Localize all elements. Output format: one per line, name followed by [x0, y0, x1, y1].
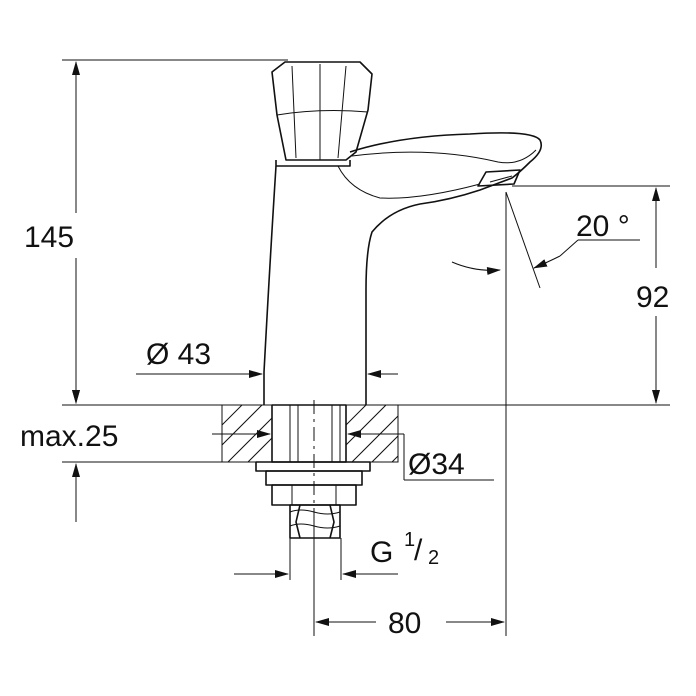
spout	[349, 132, 543, 372]
label-thread-denominator: 2	[428, 547, 439, 569]
aerator	[477, 169, 521, 187]
dim-thread: G 1 / 2	[234, 529, 439, 578]
dim-body-diameter: Ø 43	[136, 338, 398, 378]
label-spout-height: 92	[636, 281, 669, 314]
dim-max-thickness: max.25	[20, 382, 118, 522]
label-body-diameter: Ø 43	[146, 338, 211, 371]
label-thread-main: G	[370, 536, 393, 569]
label-height-total: 145	[24, 221, 74, 254]
tap-body	[263, 61, 543, 405]
shank-assembly	[255, 400, 371, 545]
label-max-thickness: max.25	[20, 420, 118, 453]
label-spout-reach: 80	[388, 607, 421, 640]
dim-height-total: 145	[24, 61, 80, 404]
dim-hole-diameter: Ø34	[212, 430, 494, 481]
dim-spout-reach: 80	[315, 607, 505, 640]
label-spray-angle: 20 °	[576, 210, 630, 243]
washer	[255, 461, 371, 472]
push-button	[271, 61, 373, 161]
body-column	[263, 165, 367, 405]
dim-spray-angle: 20 °	[451, 191, 640, 289]
dim-spout-height: 92	[636, 187, 669, 404]
label-thread-slash: /	[414, 534, 423, 567]
label-thread-numerator: 1	[404, 529, 415, 551]
label-hole-diameter: Ø34	[408, 448, 465, 481]
